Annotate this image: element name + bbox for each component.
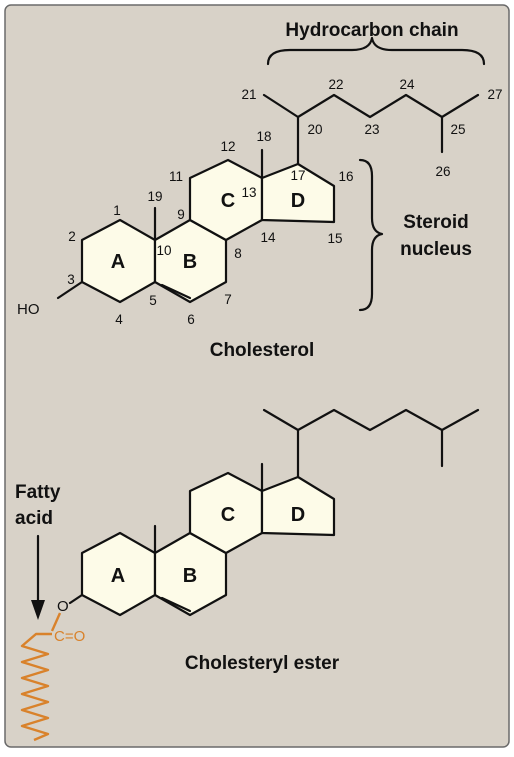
- carbon-4: 4: [115, 312, 123, 327]
- carbon-21: 21: [241, 87, 256, 102]
- ring-d: [260, 162, 336, 224]
- double-bond-5-6: [160, 283, 192, 300]
- cholesterol-title: Cholesterol: [210, 340, 315, 361]
- ester-ring-label-d: D: [291, 504, 305, 526]
- carbon-2: 2: [68, 229, 76, 244]
- cholesterol-structure: [56, 36, 486, 312]
- side-chain: [296, 93, 480, 119]
- carbonyl-label: C=O: [54, 628, 85, 645]
- carbon-3: 3: [67, 272, 75, 287]
- hydrocarbon-brace: [266, 36, 486, 66]
- nucleus-label: nucleus: [400, 239, 472, 260]
- ring-label-c: C: [221, 190, 235, 212]
- carbon-14: 14: [260, 230, 276, 245]
- carbon-8: 8: [234, 246, 242, 261]
- carbon-24: 24: [399, 77, 415, 92]
- ester-ring-label-c: C: [221, 504, 235, 526]
- ester-oxygen-label: O: [57, 598, 69, 615]
- carbon-20: 20: [307, 122, 322, 137]
- ester-ring-label-b: B: [183, 565, 197, 587]
- ester-side-chain: [296, 408, 480, 432]
- ester-o-c-bond: [50, 612, 62, 632]
- carbon-12: 12: [220, 139, 235, 154]
- steroid-label: Steroid: [403, 212, 468, 233]
- carbon-19: 19: [147, 189, 162, 204]
- carbon-6: 6: [187, 312, 195, 327]
- ester-ring-d: [260, 475, 336, 537]
- carbon-11: 11: [169, 169, 183, 184]
- carbon-13: 13: [241, 185, 256, 200]
- carbon-9: 9: [177, 207, 185, 222]
- nucleus-brace: [358, 158, 384, 312]
- ring-label-b: B: [183, 251, 197, 273]
- carbon-1: 1: [113, 203, 121, 218]
- carbon-22: 22: [328, 77, 343, 92]
- carbon-23: 23: [364, 122, 379, 137]
- carbon-25: 25: [450, 122, 465, 137]
- ring-label-a: A: [111, 251, 125, 273]
- ring-label-d: D: [291, 190, 305, 212]
- carbon-15: 15: [327, 231, 342, 246]
- cholesteryl-ester-title: Cholesteryl ester: [185, 653, 340, 674]
- carbon-10: 10: [156, 243, 171, 258]
- carbon-7: 7: [224, 292, 232, 307]
- carbon-26: 26: [435, 164, 450, 179]
- fatty-acid-arrowhead: [31, 600, 45, 620]
- hydroxyl-label: HO: [17, 301, 40, 318]
- carbon-5: 5: [149, 293, 157, 308]
- ester-o-bond: [68, 593, 84, 605]
- fatty-acid-chain: [20, 632, 52, 742]
- cholesteryl-ester-structure: [20, 408, 480, 742]
- carbon-16: 16: [338, 169, 353, 184]
- hydrocarbon-chain-label: Hydrocarbon chain: [285, 20, 458, 41]
- ho-bond: [56, 280, 84, 300]
- fatty-label: Fatty: [15, 482, 61, 503]
- acid-label: acid: [15, 508, 53, 529]
- carbon-17: 17: [290, 168, 305, 183]
- ester-ring-label-a: A: [111, 565, 125, 587]
- ester-double-bond: [160, 596, 192, 613]
- carbon-27: 27: [487, 87, 502, 102]
- carbon-18: 18: [256, 129, 271, 144]
